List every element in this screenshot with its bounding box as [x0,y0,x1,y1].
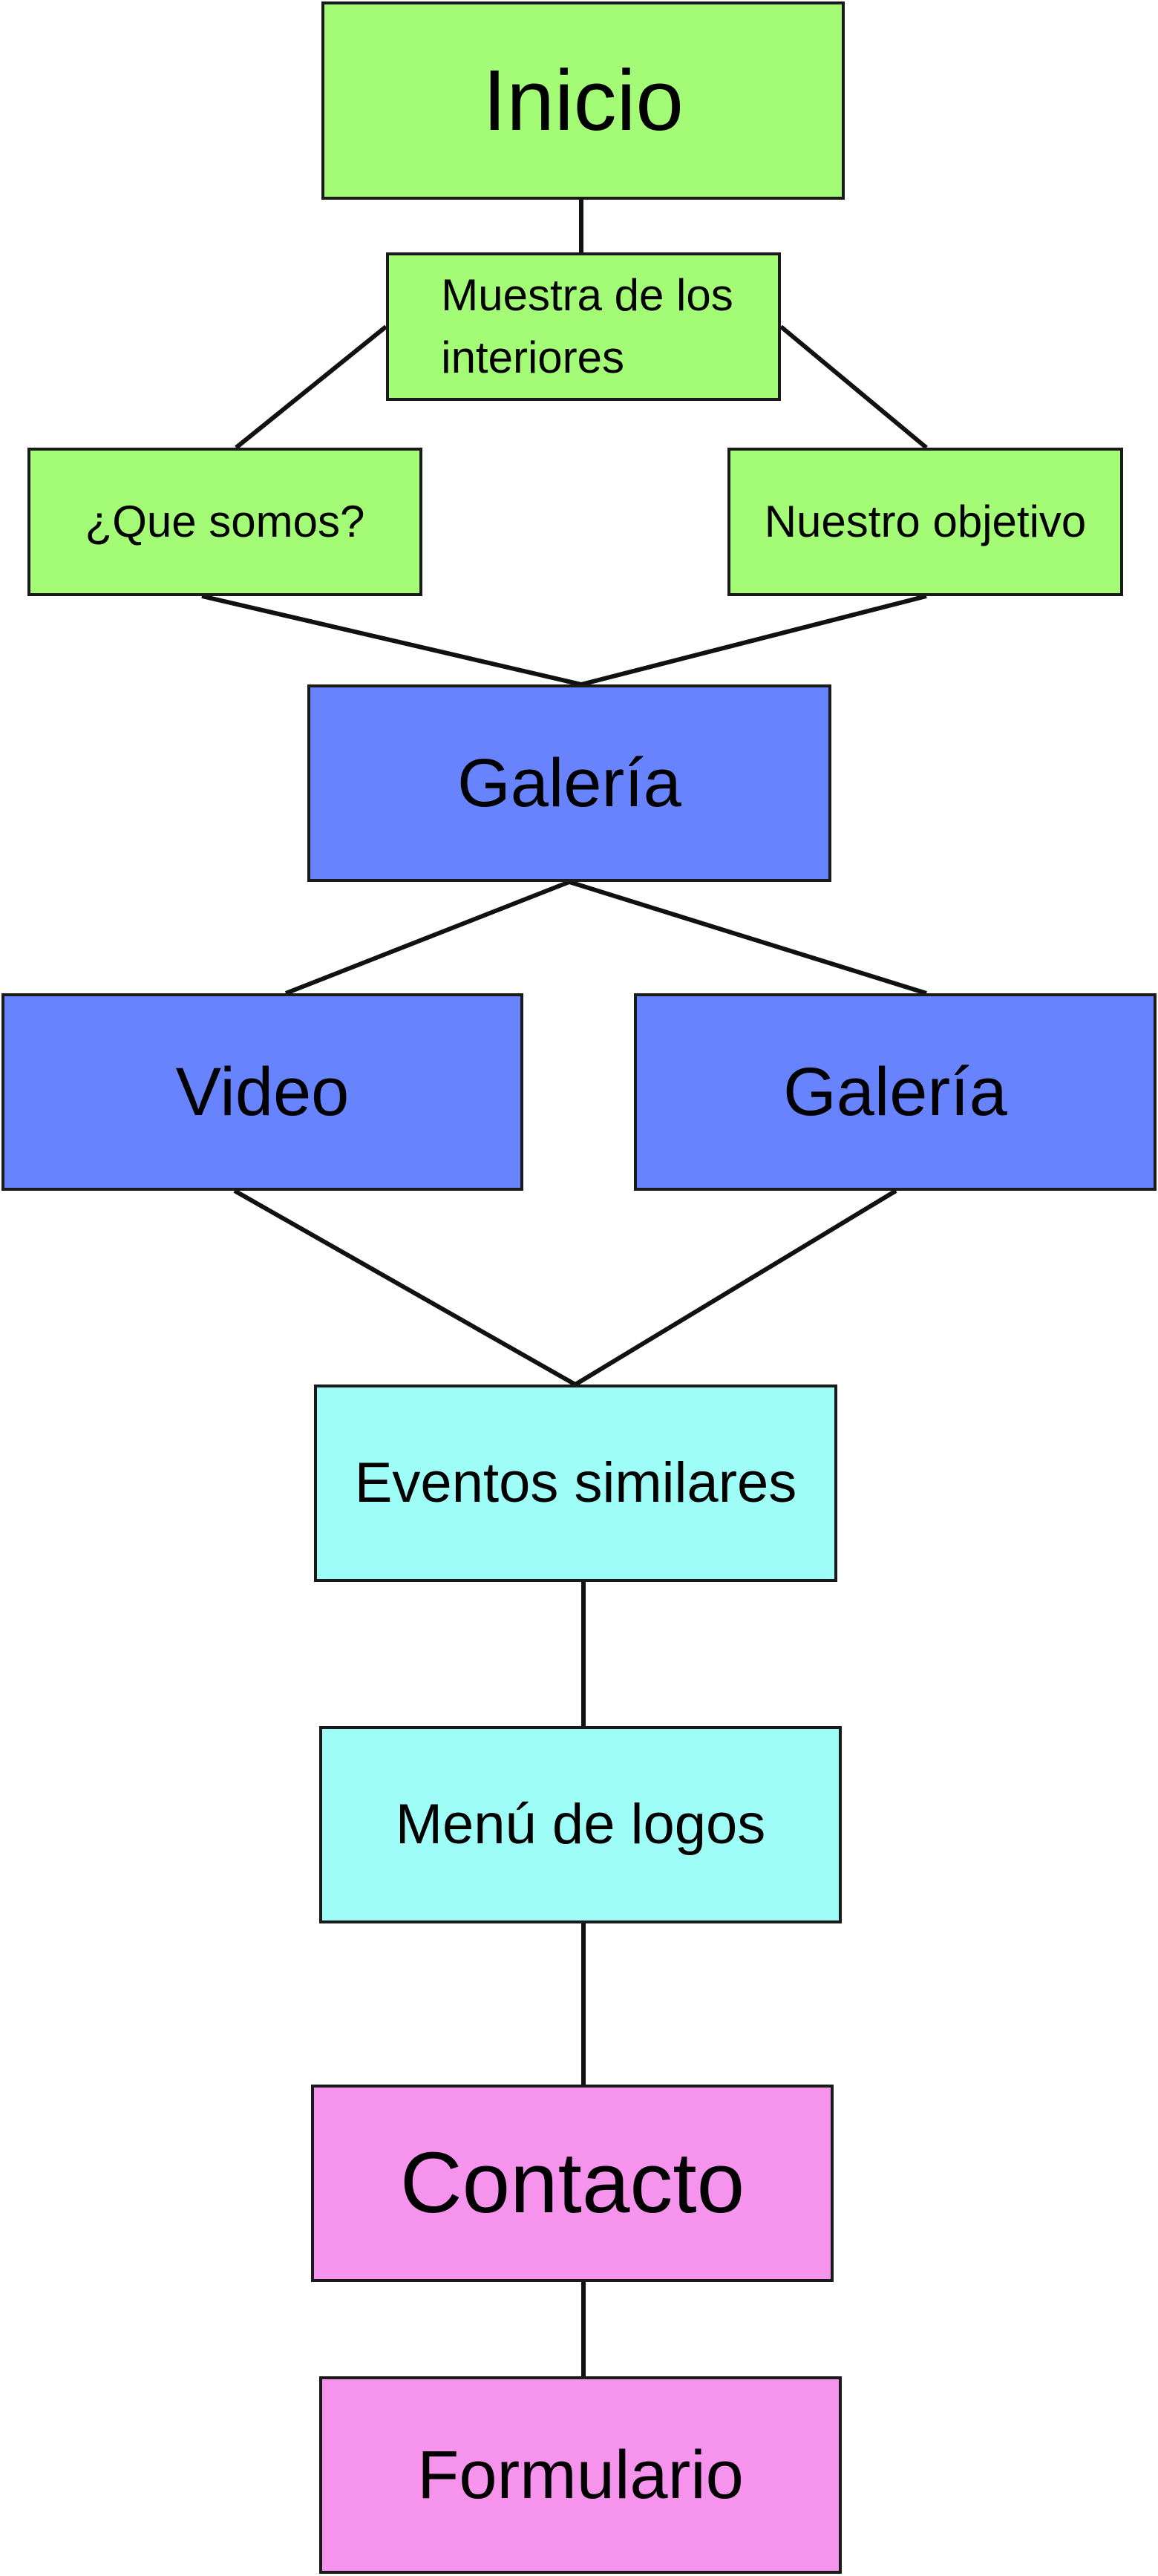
edge-quesomos-galeria [201,594,582,687]
node-video: Video [1,993,523,1191]
node-formulario-label: Formulario [417,2436,744,2513]
edge-muestra-quesomos [235,324,387,450]
edge-video-eventos [233,1189,577,1387]
node-galeria-sub: Galería [634,993,1157,1191]
node-muestra-label: Muestra de los interiores [441,270,733,382]
node-contacto-label: Contacto [399,2134,745,2232]
edge-galeria-galeria2 [569,880,927,996]
edge-galeria-video [284,880,571,996]
node-eventos-similares: Eventos similares [314,1385,837,1582]
node-contacto: Contacto [311,2085,834,2282]
node-eventos-label: Eventos similares [354,1451,797,1515]
node-galeria2-label: Galería [783,1053,1007,1130]
node-que-somos: ¿Que somos? [27,448,422,596]
node-nuestro-objetivo: Nuestro objetivo [727,448,1123,596]
node-objetivo-label: Nuestro objetivo [764,497,1087,546]
node-quesomos-label: ¿Que somos? [85,497,365,546]
node-galeria: Galería [307,684,831,882]
node-galeria-label: Galería [457,745,681,821]
node-formulario: Formulario [319,2376,842,2574]
node-inicio: Inicio [321,1,845,200]
node-muestra-de-los-interiores: Muestra de los interiores [386,252,781,401]
node-menu-label: Menú de logos [395,1793,766,1857]
node-inicio-label: Inicio [482,51,684,148]
node-video-label: Video [175,1053,350,1130]
edge-galeria2-eventos [574,1189,897,1387]
edge-muestra-objetivo [779,324,928,450]
edge-objetivo-galeria [580,594,927,687]
node-menu-de-logos: Menú de logos [319,1726,842,1923]
